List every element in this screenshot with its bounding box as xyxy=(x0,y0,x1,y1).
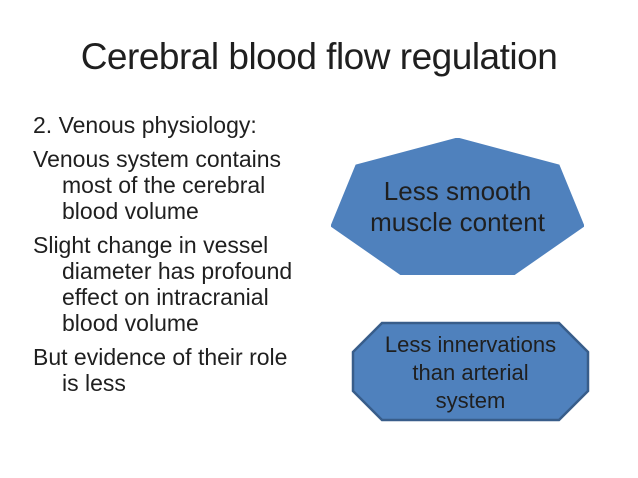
body-line: blood volume xyxy=(62,198,199,224)
octagon-label-line: than arterial xyxy=(412,359,529,385)
heptagon-polygon xyxy=(331,138,584,275)
body-text-placeholder: 2. Venous physiology: Venous system cont… xyxy=(33,112,333,396)
body-line: But evidence of their role xyxy=(33,344,288,370)
octagon-label-line: system xyxy=(435,387,506,413)
body-paragraph: Venous system contains most of the cereb… xyxy=(33,146,333,224)
heptagon-label-line: muscle content xyxy=(370,206,545,237)
body-line: diameter has profound xyxy=(62,258,293,284)
octagon-callout-shape: Less innervations than arterial system xyxy=(351,321,590,422)
octagon-svg xyxy=(351,321,590,422)
slide-title: Cerebral blood flow regulation xyxy=(80,36,558,77)
heptagon-label-line: Less smooth xyxy=(383,175,532,206)
body-line: Slight change in vessel xyxy=(33,232,269,258)
heptagon-callout-shape: Less smooth muscle content xyxy=(331,138,584,275)
body-paragraph: But evidence of their role is less xyxy=(33,344,333,396)
heptagon-svg xyxy=(331,138,584,275)
body-line: Venous system contains xyxy=(33,146,282,172)
octagon-polygon xyxy=(351,321,590,422)
octagon-label: Less innervations than arterial system xyxy=(351,321,590,422)
body-line: is less xyxy=(62,370,126,396)
body-line: 2. Venous physiology: xyxy=(33,112,257,138)
octagon-label-line: Less innervations xyxy=(384,331,557,357)
body-line: blood volume xyxy=(62,310,199,336)
body-line: most of the cerebral xyxy=(62,172,266,198)
heptagon-label: Less smooth muscle content xyxy=(331,138,584,275)
body-line: effect on intracranial xyxy=(62,284,269,310)
body-paragraph: Slight change in vessel diameter has pro… xyxy=(33,232,333,336)
body-paragraph: 2. Venous physiology: xyxy=(33,112,333,138)
